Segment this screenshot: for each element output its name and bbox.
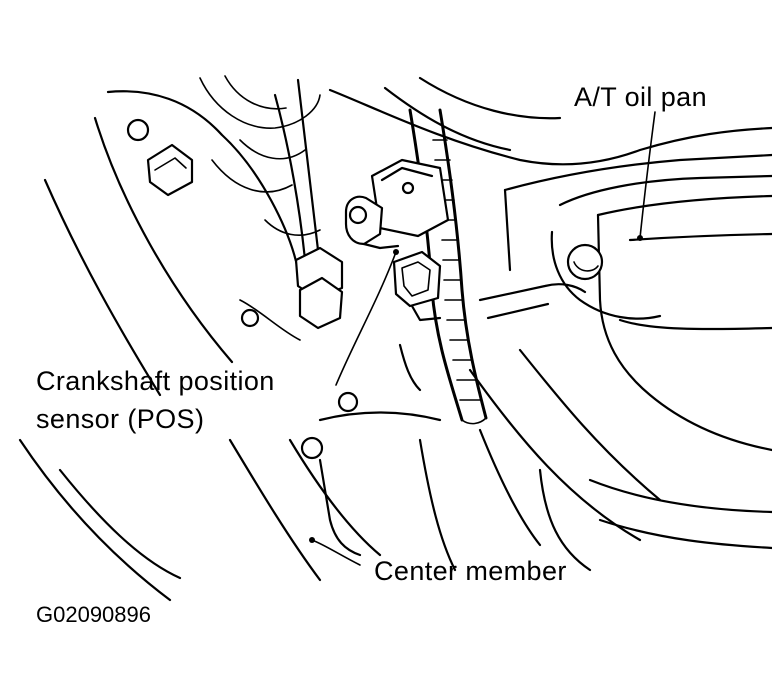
leader-dot-center-member [309,537,315,543]
callout-labels: A/T oil pan Crankshaft position sensor (… [36,82,707,627]
label-crankshaft-line1: Crankshaft position [36,366,275,396]
leader-lines [309,111,656,566]
at-oil-pan-drawing [328,76,772,550]
leader-crankshaft [335,251,397,386]
center-member-drawing [18,343,592,602]
leader-dot-crankshaft [393,249,399,255]
label-crankshaft-line2: sensor (POS) [36,404,204,434]
engine-block-drawing [43,75,344,397]
label-center-member: Center member [374,556,567,586]
crankshaft-sensor-drawing [344,108,488,425]
label-at-oil-pan: A/T oil pan [574,82,707,112]
leader-center-member [311,539,361,566]
figure-code: G02090896 [36,602,151,627]
leader-dot-at-oil-pan [637,235,643,241]
leader-at-oil-pan [639,111,656,239]
